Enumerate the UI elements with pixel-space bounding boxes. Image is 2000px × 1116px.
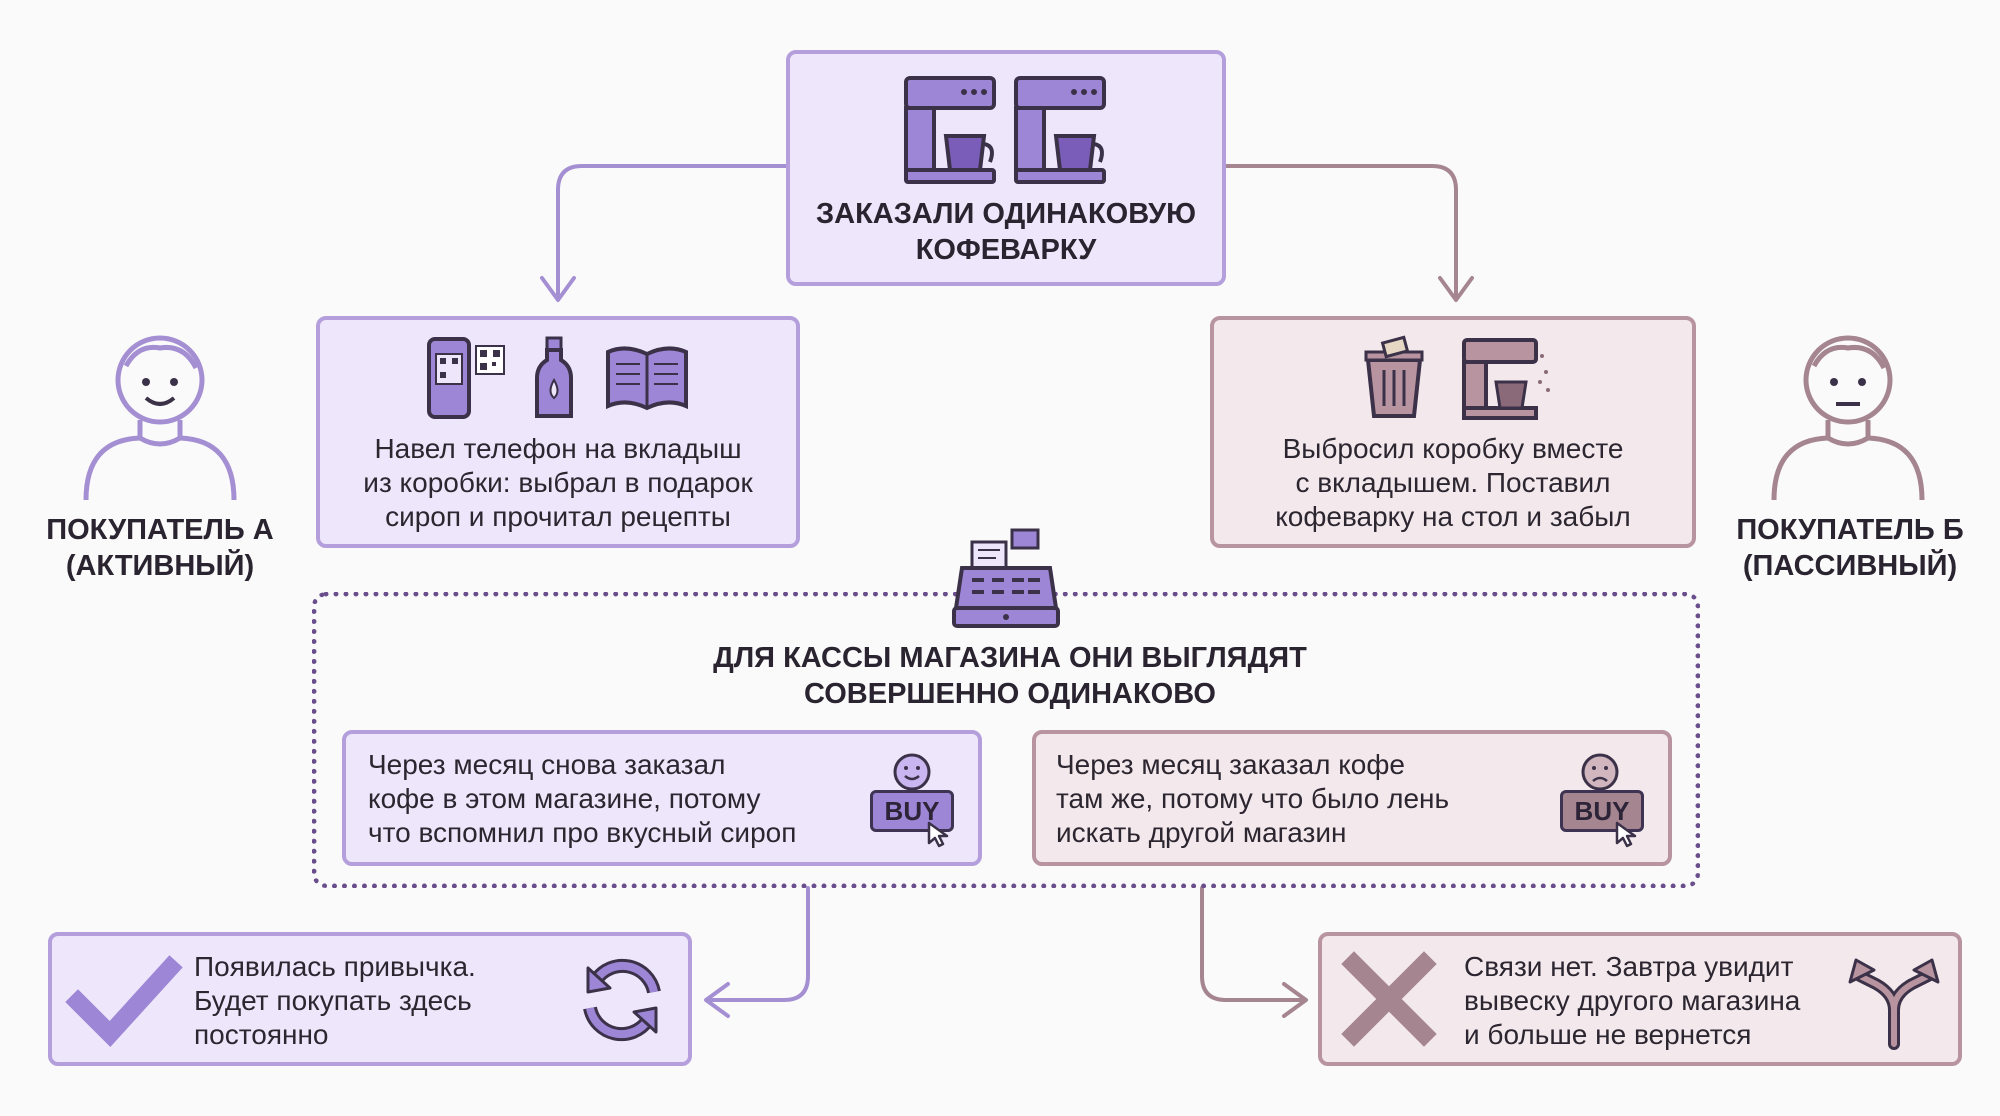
result-a-box [48,932,692,1066]
active-action-text: Навел телефон на вкладыш из коробки: выб… [363,433,753,532]
arrow-top-to-left [556,164,788,300]
arrow-top-to-right [1224,164,1458,300]
coffee-machine-icon [904,76,996,184]
split-arrows-icon [1848,958,1940,1050]
repeat-purchase-a-text: Через месяц снова заказал кофе в этом ма… [368,749,797,848]
coffee-machine-icon [1014,76,1106,184]
refresh-cycle-icon [583,958,661,1042]
smiling-person-icon [83,335,237,501]
customer-b-label: ПОКУПАТЕЛЬ Б (ПАССИВНЫЙ) [1736,514,1964,582]
open-book-icon [606,346,688,411]
smiley-face-icon [893,753,931,791]
phone-qr-icon [427,337,505,419]
cursor-icon [927,821,949,848]
passive-action-text: Выбросил коробку вместе с вкладышем. Пос… [1275,433,1631,532]
buy-badge-a: BUY [870,790,954,832]
neutral-person-icon [1771,335,1925,501]
sad-face-icon [1581,753,1619,791]
dusty-coffee-machine-icon [1462,338,1550,420]
cross-icon [1341,951,1437,1047]
arrow-to-result-b [1200,886,1306,1002]
trash-can-icon [1364,335,1424,418]
top-title: ЗАКАЗАЛИ ОДИНАКОВУЮ КОФЕВАРКУ [815,198,1197,266]
cursor-icon [1615,821,1637,848]
register-title: ДЛЯ КАССЫ МАГАЗИНА ОНИ ВЫГЛЯДЯТ СОВЕРШЕН… [713,642,1307,710]
passive-action-box [1210,316,1696,548]
arrow-to-result-a [706,886,810,1002]
result-a-text: Появилась привычка. Будет покупать здесь… [194,951,476,1050]
top-box [786,50,1226,286]
repeat-purchase-b-text: Через месяц заказал кофе там же, потому … [1056,749,1450,848]
syrup-bottle-icon [535,336,573,418]
customer-a-label: ПОКУПАТЕЛЬ А (АКТИВНЫЙ) [46,514,274,582]
result-b-text: Связи нет. Завтра увидит вывеску другого… [1464,951,1801,1050]
buy-badge-b: BUY [1560,790,1644,832]
cash-register-icon [952,528,1060,628]
checkmark-icon [65,955,183,1048]
